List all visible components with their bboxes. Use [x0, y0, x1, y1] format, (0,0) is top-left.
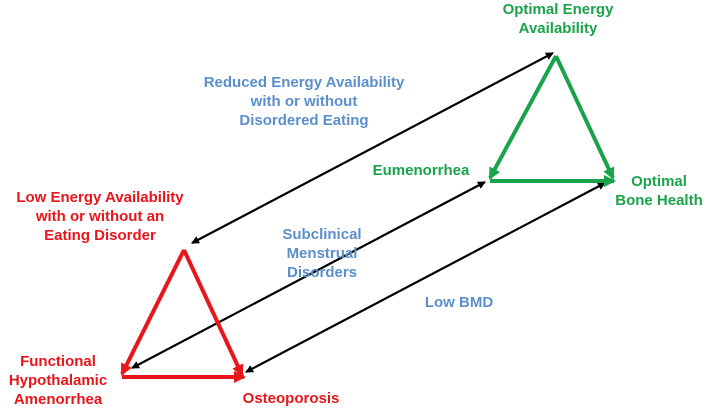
red-triangle-right-arrow — [182, 249, 244, 377]
green-triangle-right-arrow — [554, 55, 615, 180]
reduced-energy-availability-label: Reduced Energy Availability with or with… — [203, 74, 405, 129]
optimal-bone-health-label: Optimal Bone Health — [615, 173, 703, 209]
subclinical-menstrual-disorders-label: Subclinical Menstrual Disorders — [282, 226, 362, 281]
osteoporosis-label: Osteoporosis — [242, 390, 340, 407]
eumenorrhea-label: Eumenorrhea — [372, 162, 470, 179]
red-triangle-left-arrow — [120, 249, 186, 376]
low-bmd-label: Low BMD — [424, 294, 494, 311]
optimal-energy-availability-label: Optimal Energy Availability — [502, 1, 614, 37]
low-energy-availability-label: Low Energy Availability with or without … — [16, 189, 184, 244]
bone-spectrum-arrow — [245, 182, 606, 373]
functional-hypothalamic-amenorrhea-label: Functional Hypothalamic Amenorrhea — [8, 353, 108, 408]
green-triangle-left-arrow — [488, 55, 558, 180]
